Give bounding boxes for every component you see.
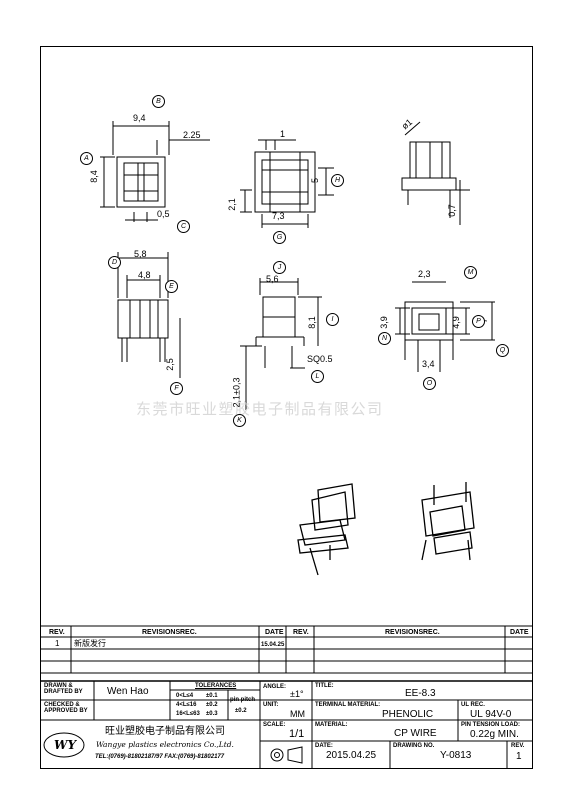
dim-label: 0,7	[446, 204, 457, 217]
revisions-header: REVISIONS	[142, 629, 181, 636]
table-lines	[41, 625, 532, 769]
callout-bubble: A	[80, 152, 93, 165]
checked-by-label: CHECKED & APPROVED BY	[44, 702, 88, 714]
pin-tension-value: 0.22g MIN.	[470, 729, 519, 740]
rev-row-text: 新版发行	[74, 639, 106, 648]
terminal-material-label: TERMINAL MATERIAL:	[315, 702, 381, 708]
callout-bubble: L	[311, 370, 324, 383]
title-label: TITLE:	[315, 683, 334, 689]
view-isometric-pins	[401, 121, 470, 225]
ul-rec-value: UL 94V-0	[470, 709, 512, 720]
dim-label: 3,4	[422, 359, 435, 369]
view-side-bobbin	[240, 139, 334, 228]
callout-bubble: F	[170, 382, 183, 395]
angle-value: ±1°	[290, 689, 304, 699]
date-label: DATE:	[315, 743, 333, 749]
dim-label: 5	[310, 177, 321, 184]
callout-bubble: P	[472, 315, 485, 328]
rev-header: REV.	[293, 629, 309, 636]
rev-value: 1	[516, 751, 522, 762]
callout-bubble: I	[326, 313, 339, 326]
view-top-core	[395, 281, 495, 372]
callout-bubble: N	[378, 332, 391, 345]
dim-label: SQ0.5	[307, 354, 333, 364]
pin-tension-label: PIN TENSION LOAD:	[461, 722, 521, 728]
callout-bubble: E	[165, 280, 178, 293]
dim-label: 2,5	[164, 358, 175, 371]
dim-label: 5,6	[266, 274, 279, 284]
company-name-en: Wangye plastics electronics Co.,Ltd.	[96, 740, 234, 749]
pin-pitch-value: ±0.2	[235, 708, 247, 714]
dim-label: 2,1±0,3	[231, 377, 242, 408]
rev-header: REV.	[49, 629, 65, 636]
scale-value: 1/1	[289, 728, 305, 740]
dim-label: 1	[280, 129, 286, 139]
callout-bubble: D	[108, 256, 121, 269]
watermark: 东莞市旺业塑胶电子制品有限公司	[136, 400, 384, 418]
rec-header: REC.	[423, 629, 440, 636]
rec-header: REC.	[180, 629, 197, 636]
dim-label: 9,4	[133, 113, 146, 123]
pin-pitch-label: pin pitch	[230, 697, 255, 703]
unit-value: MM	[290, 709, 305, 719]
dim-label: 7,3	[272, 211, 285, 221]
dim-label: 4,8	[138, 270, 151, 280]
material-value: CP WIRE	[394, 728, 437, 739]
view-front-height	[240, 278, 322, 410]
company-contact: TEL:(0769)-81802187/97 FAX:(0769)-818021…	[95, 754, 225, 760]
terminal-material-value: PHENOLIC	[382, 709, 434, 720]
callout-bubble: C	[177, 220, 190, 233]
rev-row-number: 1	[55, 639, 60, 648]
drawing-sheet	[40, 46, 533, 769]
tol-value-1: ±0.1	[206, 693, 218, 699]
tol-value-2: ±0.2	[206, 702, 218, 708]
material-label: MATERIAL:	[315, 722, 348, 728]
tolerances-label: TOLERANCES	[195, 683, 237, 689]
callout-bubble: B	[152, 95, 165, 108]
rev-label: REV.	[511, 743, 525, 749]
revisions-header: REVISIONS	[385, 629, 424, 636]
date-value: 2015.04.25	[326, 750, 377, 761]
rev-row-date: 15.04.25	[261, 642, 285, 648]
drawn-by-value: Wen Hao	[107, 686, 149, 697]
callout-bubble: H	[331, 174, 344, 187]
dim-label: 4,9	[450, 316, 461, 329]
callout-bubble: K	[233, 414, 246, 427]
dim-label: 2.25	[183, 130, 201, 140]
drawing-no-value: Y-0813	[440, 750, 472, 761]
tol-range-1: 0<L≤4	[176, 693, 194, 699]
tol-value-3: ±0.3	[206, 711, 218, 717]
tol-range-2: 4<L≤16	[176, 702, 197, 708]
date-header: DATE	[265, 629, 284, 636]
isometric-render-left	[297, 483, 356, 576]
view-front-bobbin	[100, 121, 210, 222]
dim-label: 8,4	[88, 170, 99, 183]
dim-label: 2,3	[418, 269, 431, 279]
ul-rec-label: UL REC.	[461, 702, 485, 708]
callout-bubble: M	[464, 266, 477, 279]
drawn-by-label: DRAWN & DRAFTED BY	[44, 683, 83, 695]
unit-label: UNIT:	[263, 702, 279, 708]
isometric-render-right	[421, 482, 475, 561]
dim-label: 8,1	[306, 316, 317, 329]
company-name-cn: 旺业塑胶电子制品有限公司	[105, 726, 225, 737]
tol-range-3: 16<L≤63	[176, 711, 200, 717]
dim-label: 0,5	[157, 209, 170, 219]
scale-label: SCALE:	[263, 722, 286, 728]
company-logo: WY	[54, 738, 77, 752]
date-header: DATE	[510, 629, 529, 636]
dim-label: 5,8	[134, 249, 147, 259]
angle-label: ANGLE:	[263, 684, 286, 690]
dim-label: 2,1	[226, 198, 237, 211]
dim-label: 3,9	[378, 316, 389, 329]
callout-bubble: J	[273, 261, 286, 274]
drawing-title: EE-8.3	[405, 688, 436, 699]
drawing-no-label: DRAWING NO.	[393, 743, 435, 749]
callout-bubble: G	[273, 231, 286, 244]
callout-bubble: Q	[496, 344, 509, 357]
callout-bubble: O	[423, 377, 436, 390]
